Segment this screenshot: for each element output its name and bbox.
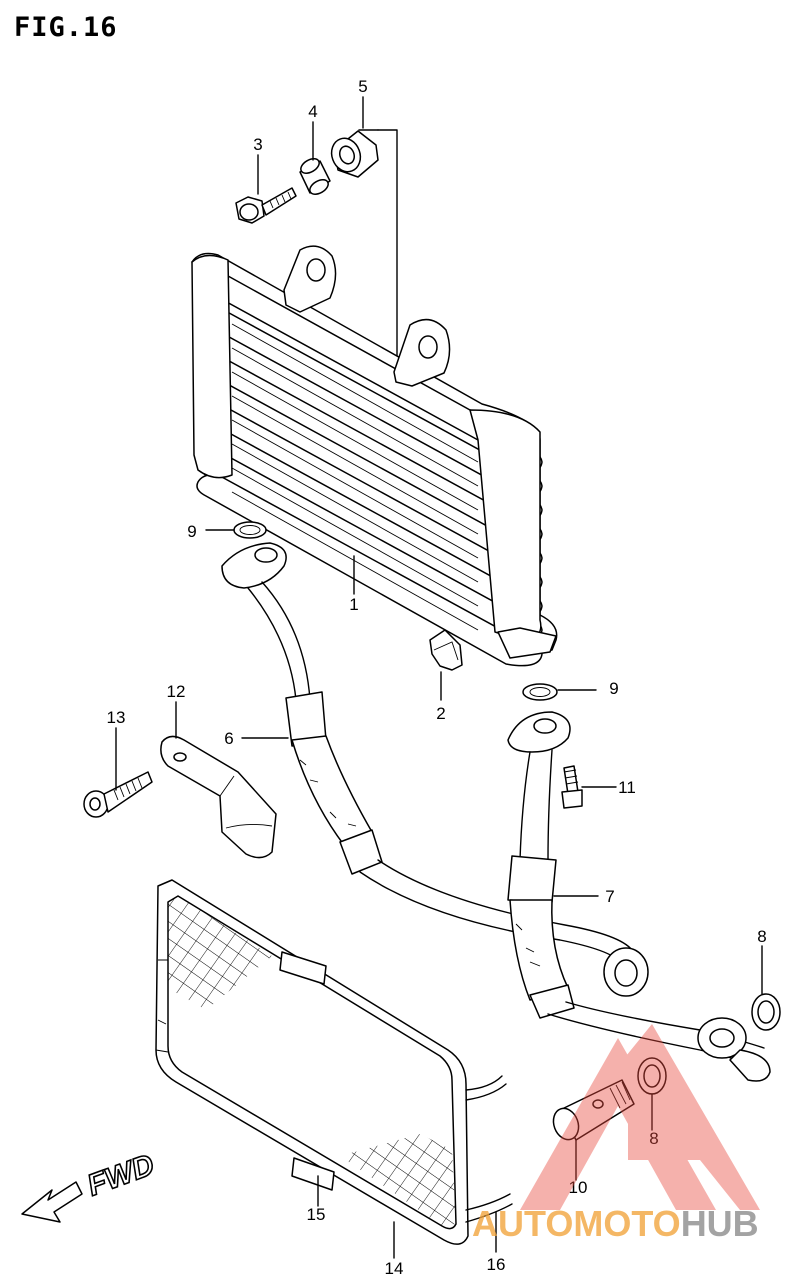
callout-11: 11 [618,778,636,797]
callout-4: 4 [308,102,317,121]
figure-title: FIG.16 [14,12,118,43]
callout-15: 15 [307,1205,326,1224]
part-14-cooler-guard [155,879,513,1245]
callout-9-upper: 9 [187,522,196,541]
callouts: 1 2 3 4 5 6 7 8 8 9 9 10 11 12 13 14 15 … [107,77,767,1278]
part-10-union-bolt [552,1079,635,1141]
automotohub-watermark: AUTOMOTOHUB [472,1024,760,1244]
watermark-triangle-logo [520,1024,760,1210]
callout-9-lower: 9 [609,679,618,698]
callout-14: 14 [385,1259,404,1278]
cooler-fin-line [231,323,479,463]
part-11-bolt [561,765,583,809]
callout-7: 7 [605,887,614,906]
part-8-washer-right [751,993,781,1031]
leader-5 [377,129,398,361]
part-3-bolt [235,187,297,224]
cooler-fin-line [231,419,479,559]
part-9-o-ring-lower [522,683,558,701]
part-1-oil-cooler [191,245,558,667]
part-12-bracket [160,735,277,859]
cooler-fin-line [231,395,479,535]
callout-8-right: 8 [757,927,766,946]
part-2-clip [429,629,463,671]
cooler-fin-line [231,371,479,511]
callout-1: 1 [349,595,358,614]
cooler-fin-line [231,467,479,607]
callout-10: 10 [569,1178,588,1197]
callout-12: 12 [167,682,186,701]
part-13-bolt [83,771,153,818]
watermark-word-hub: HUB [681,1203,759,1244]
part-7-oil-hose [507,711,771,1082]
callout-8-lower: 8 [649,1129,658,1148]
callout-3: 3 [253,135,262,154]
fwd-label: FWD [83,1148,158,1202]
fwd-arrow [21,1181,83,1223]
cooler-fin-line [231,443,479,583]
part-5-grommet [330,130,379,178]
part-4-collar [299,158,331,195]
watermark-word-moto: MOTO [573,1203,680,1244]
cooler-fin-line [231,491,479,631]
part-9-o-ring-upper [233,521,267,539]
callout-6: 6 [224,729,233,748]
callout-2: 2 [436,704,445,723]
callout-16: 16 [487,1255,506,1274]
watermark-word-auto: AUTO [472,1203,573,1244]
callout-13: 13 [107,708,126,727]
svg-text:AUTOMOTOHUB: AUTOMOTOHUB [472,1203,759,1244]
cooler-fin-line [231,347,479,487]
callout-5: 5 [358,77,367,96]
leader-lines [115,96,763,1259]
part-6-oil-hose [221,542,649,997]
